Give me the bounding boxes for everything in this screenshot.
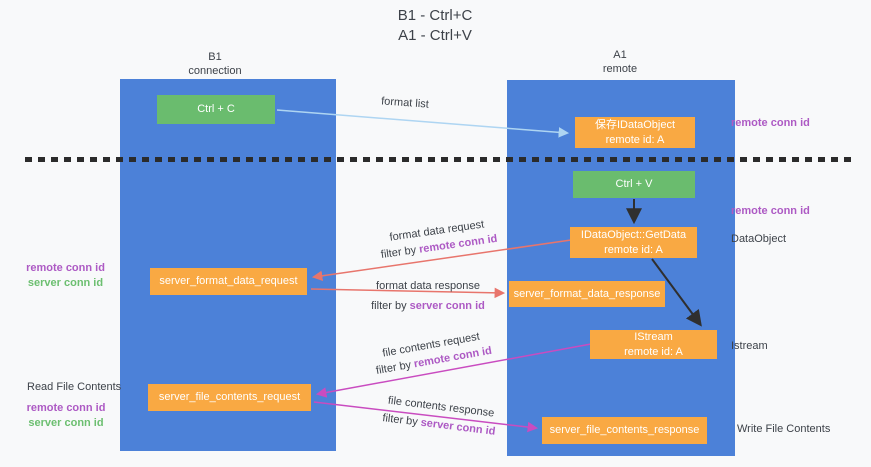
box-ctrl-v: Ctrl + V bbox=[573, 171, 695, 198]
box-idataobject-getdata-line1: IDataObject::GetData bbox=[580, 229, 687, 242]
box-idataobject-getdata-line2: remote id: A bbox=[604, 243, 663, 256]
lifeline-header-left: B1 connection bbox=[165, 50, 265, 78]
box-ctrl-v-label: Ctrl + V bbox=[615, 178, 653, 191]
annotation-read-file-contents: Read File Contents bbox=[27, 381, 122, 393]
box-server-format-data-request: server_format_data_request bbox=[150, 268, 307, 295]
filter-by-value: server conn id bbox=[409, 300, 485, 312]
label-file-contents-request: file contents request filter by remote c… bbox=[344, 322, 522, 384]
annotation-remote-conn-id-left-top: remote conn id bbox=[26, 262, 105, 274]
box-istream: IStream remote id: A bbox=[590, 330, 717, 359]
box-server-format-data-request-label: server_format_data_request bbox=[159, 275, 298, 288]
annotation-remote-conn-id-top-right: remote conn id bbox=[731, 117, 810, 129]
annotation-dataobject: DataObject bbox=[731, 233, 787, 245]
box-server-file-contents-response-label: server_file_contents_response bbox=[549, 424, 700, 437]
filter-by-prefix: filter by bbox=[371, 300, 407, 312]
annotation-write-file-contents: Write File Contents bbox=[737, 423, 831, 435]
box-server-file-contents-response: server_file_contents_response bbox=[542, 417, 707, 444]
box-idataobject-getdata: IDataObject::GetData remote id: A bbox=[570, 227, 697, 258]
lifeline-left-name: B1 bbox=[208, 51, 222, 63]
annotation-left-conn-ids-bottom: remote conn id server conn id bbox=[22, 401, 110, 431]
diagram-title: B1 - Ctrl+C A1 - Ctrl+V bbox=[335, 6, 535, 46]
lifeline-right-name: A1 bbox=[613, 49, 627, 61]
box-istream-line1: IStream bbox=[634, 331, 673, 344]
box-istream-line2: remote id: A bbox=[624, 345, 683, 358]
annotation-server-conn-id-left-bottom: server conn id bbox=[28, 417, 104, 429]
label-format-data-request: format data request filter by remote con… bbox=[351, 211, 526, 267]
lifeline-right-role: remote bbox=[602, 63, 638, 75]
separator-dashed-line bbox=[25, 157, 851, 162]
filter-by-prefix: filter by bbox=[375, 359, 413, 377]
annotation-remote-conn-id-left-bottom: remote conn id bbox=[26, 402, 106, 414]
filter-by-prefix: filter by bbox=[380, 244, 417, 262]
annotation-istream: Istream bbox=[731, 340, 768, 352]
title-line-1: B1 - Ctrl+C bbox=[397, 7, 473, 24]
label-format-data-response: format data response filter by server co… bbox=[343, 276, 513, 316]
box-ctrl-c: Ctrl + C bbox=[157, 95, 275, 124]
label-format-data-response-filter: filter by server conn id bbox=[343, 296, 513, 316]
title-line-2: A1 - Ctrl+V bbox=[398, 27, 472, 44]
label-format-data-response-line1: format data response bbox=[376, 280, 480, 292]
box-save-idataobject-line2: remote id: A bbox=[605, 133, 665, 146]
box-server-file-contents-request: server_file_contents_request bbox=[148, 384, 311, 411]
box-save-idataobject-line1: 保存IDataObject bbox=[594, 119, 676, 132]
box-save-idataobject: 保存IDataObject remote id: A bbox=[575, 117, 695, 148]
annotation-server-conn-id-left-top: server conn id bbox=[27, 277, 104, 289]
label-format-list: format list bbox=[380, 95, 430, 111]
filter-by-prefix: filter by bbox=[381, 412, 419, 429]
annotation-left-conn-ids-top: remote conn id server conn id bbox=[18, 261, 113, 291]
lifeline-left-role: connection bbox=[188, 65, 242, 77]
box-server-file-contents-request-label: server_file_contents_request bbox=[158, 391, 301, 404]
annotation-remote-conn-id-mid-right: remote conn id bbox=[731, 205, 810, 217]
lifeline-header-right: A1 remote bbox=[570, 48, 670, 76]
box-server-format-data-response: server_format_data_response bbox=[509, 281, 665, 307]
box-ctrl-c-label: Ctrl + C bbox=[197, 103, 235, 116]
box-server-format-data-response-label: server_format_data_response bbox=[513, 287, 661, 300]
label-file-contents-response: file contents response filter by server … bbox=[348, 387, 531, 445]
